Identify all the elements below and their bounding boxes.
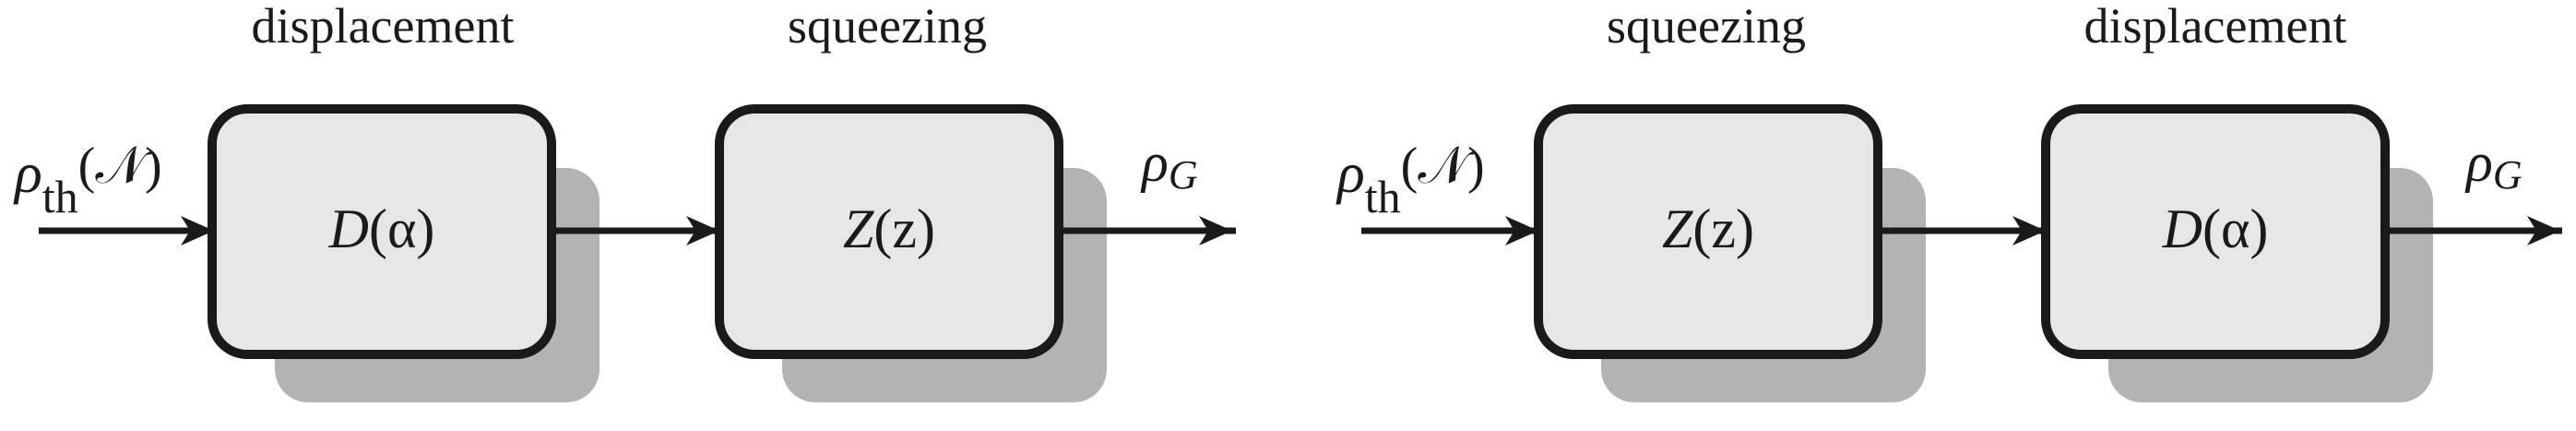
input-arrowhead xyxy=(1505,216,1538,245)
output-state-label: ρG xyxy=(1140,132,1198,198)
squeezing-operator: Z(z) xyxy=(1662,198,1754,259)
stage-caption-squeezing: squeezing xyxy=(788,0,987,54)
input-arrowhead xyxy=(181,216,214,245)
input-state-label: ρth(𝒩) xyxy=(1335,138,1485,222)
output-arrowhead xyxy=(2527,216,2560,245)
displacement-operator: D(α) xyxy=(328,198,435,259)
stage-caption-displacement: displacement xyxy=(252,0,515,54)
input-state-label: ρth(𝒩) xyxy=(13,138,162,222)
connecting-arrowhead xyxy=(686,216,719,245)
stage-caption-displacement: displacement xyxy=(2084,0,2347,54)
displacement-operator: D(α) xyxy=(2162,198,2269,259)
connecting-arrowhead xyxy=(2012,216,2046,245)
diagram-left: ρth(𝒩) displacement D(α) squeezing Z(z) … xyxy=(13,0,1236,402)
squeezing-operator: Z(z) xyxy=(843,198,935,259)
stage-caption-squeezing: squeezing xyxy=(1607,0,1806,54)
output-arrowhead xyxy=(1199,216,1232,245)
output-state-label: ρG xyxy=(2464,132,2523,198)
diagram-right: ρth(𝒩) squeezing Z(z) displacement D(α) … xyxy=(1335,0,2562,402)
